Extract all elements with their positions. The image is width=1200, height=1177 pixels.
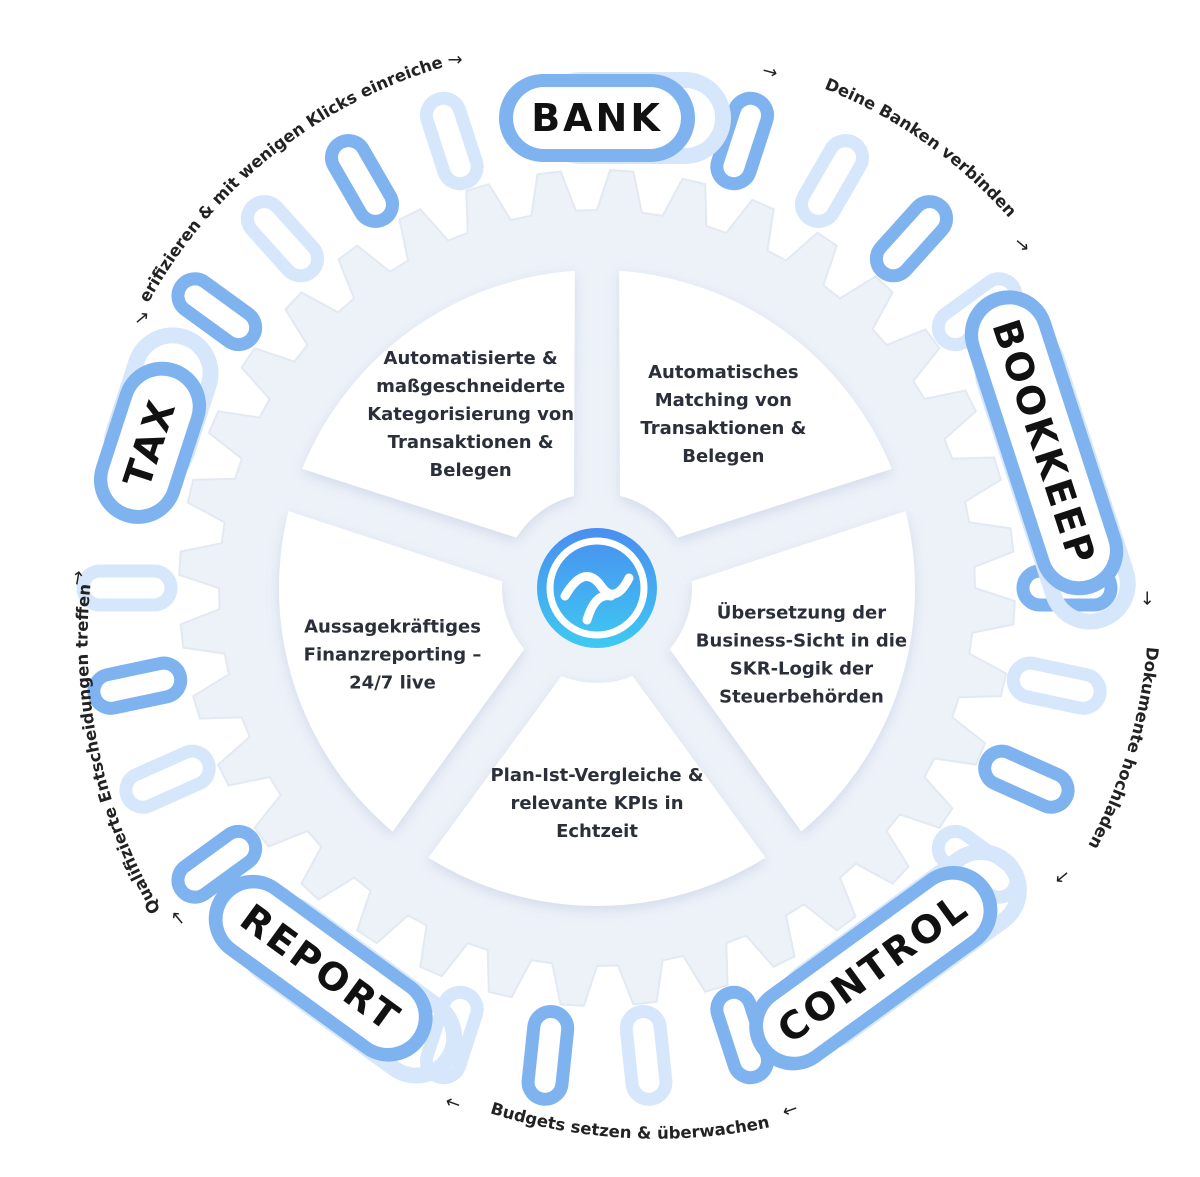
chain-link xyxy=(171,824,263,904)
segment-line: Matching von xyxy=(655,390,792,411)
segment-line: Belegen xyxy=(430,460,512,481)
segment-line: Transaktionen & xyxy=(388,432,554,453)
segment-line: Aussagekräftiges xyxy=(304,616,481,637)
flow-arrow-icon: → xyxy=(779,1098,800,1123)
chain-link xyxy=(171,272,263,352)
segment-line: SKR-Logik der xyxy=(730,658,873,679)
center-logo xyxy=(537,528,657,648)
flow-arrow-icon: → xyxy=(66,569,89,588)
chain-link xyxy=(119,744,216,814)
gear-segment xyxy=(669,511,915,832)
arc-label-tax-bank: Verifizieren & mit wenigen Klicks einrei… xyxy=(0,0,445,305)
logo-inner-ring xyxy=(546,537,648,639)
segment-line: relevante KPIs in xyxy=(510,793,683,814)
flow-arrow-icon: → xyxy=(129,305,154,331)
chain-link-body xyxy=(619,1005,673,1106)
gear-segment xyxy=(428,676,766,906)
gear-segment xyxy=(619,270,892,538)
stage-pill-fill xyxy=(222,888,419,1048)
chain-link xyxy=(978,744,1075,814)
chain-link-body xyxy=(87,656,188,715)
segment-line: Transaktionen & xyxy=(640,418,806,439)
flow-arrow-icon: → xyxy=(1137,590,1158,605)
chain-link xyxy=(619,1005,673,1106)
gear-segment xyxy=(302,270,575,538)
segment-line: Business-Sicht in die xyxy=(696,630,907,651)
segment-line: Kategorisierung von xyxy=(367,404,574,425)
gear-segment xyxy=(278,511,525,832)
chain-link xyxy=(521,1005,575,1106)
flow-arrow-icon: → xyxy=(442,1091,463,1116)
stage-pill-fill xyxy=(513,87,681,149)
stage-pill: TAX xyxy=(93,327,219,524)
segment-line: maßgeschneiderte xyxy=(376,376,565,397)
chain-link-body xyxy=(521,1005,575,1106)
chain-link-body xyxy=(171,272,263,352)
segment-line: Finanzreporting – xyxy=(304,644,482,665)
segment-line: Steuerbehörden xyxy=(719,686,884,707)
chain-link xyxy=(869,195,954,283)
segment-line: Echtzeit xyxy=(556,821,638,842)
chain-link xyxy=(419,91,484,191)
chain-link-body xyxy=(240,195,325,283)
finom-logo-icon xyxy=(560,572,634,601)
chain-link xyxy=(325,134,399,228)
chain-link xyxy=(76,564,178,612)
flow-arrow-icon: → xyxy=(1009,232,1034,258)
segment-line: 24/7 live xyxy=(349,672,436,693)
arc-label-control-report: Budgets setzen & überwachen xyxy=(488,1099,770,1143)
segment-line: Automatisches xyxy=(648,362,799,383)
chain-link xyxy=(1006,656,1107,715)
chain-link-body xyxy=(119,744,216,814)
chain-link xyxy=(240,195,325,283)
chain-link xyxy=(795,134,869,228)
segment-line: Plan-Ist-Vergleiche & xyxy=(490,765,703,786)
flow-arrows: → → → → → → → → → → xyxy=(66,50,1157,1123)
segment-text: Plan-Ist-Vergleiche & relevante KPIs in Ec… xyxy=(490,765,703,842)
flow-arrow-icon: → xyxy=(165,905,191,930)
flow-arrow-icon: → xyxy=(447,50,462,71)
logo-stroke-accent xyxy=(582,591,616,625)
chain-link-body xyxy=(795,134,869,228)
chain-link-body xyxy=(76,564,178,612)
arc-label-report-tax: Qualifizierte Entscheidungen treffen xyxy=(73,583,165,917)
stage-pill-fill xyxy=(107,375,193,510)
chain-link-body xyxy=(419,91,484,191)
chain-link-body xyxy=(1006,656,1107,715)
flow-arrow-icon: → xyxy=(1049,864,1074,890)
chain-link-body xyxy=(325,134,399,228)
chain-ring xyxy=(76,91,1118,1106)
stage-pill: BANK xyxy=(499,72,731,164)
flow-arrow-icon: → xyxy=(760,60,780,84)
chain-link-body xyxy=(869,195,954,283)
chain-link xyxy=(87,656,188,715)
chain-link-body xyxy=(978,744,1075,814)
chain-link-body xyxy=(171,824,263,904)
segment-line: Übersetzung der xyxy=(717,601,886,623)
stage-label: BANK xyxy=(531,96,663,140)
stage-pill-fill xyxy=(763,879,984,1057)
segment-line: Belegen xyxy=(682,446,764,467)
stage-pill-fill xyxy=(978,304,1110,582)
segment-line: Automatisierte & xyxy=(384,348,558,369)
